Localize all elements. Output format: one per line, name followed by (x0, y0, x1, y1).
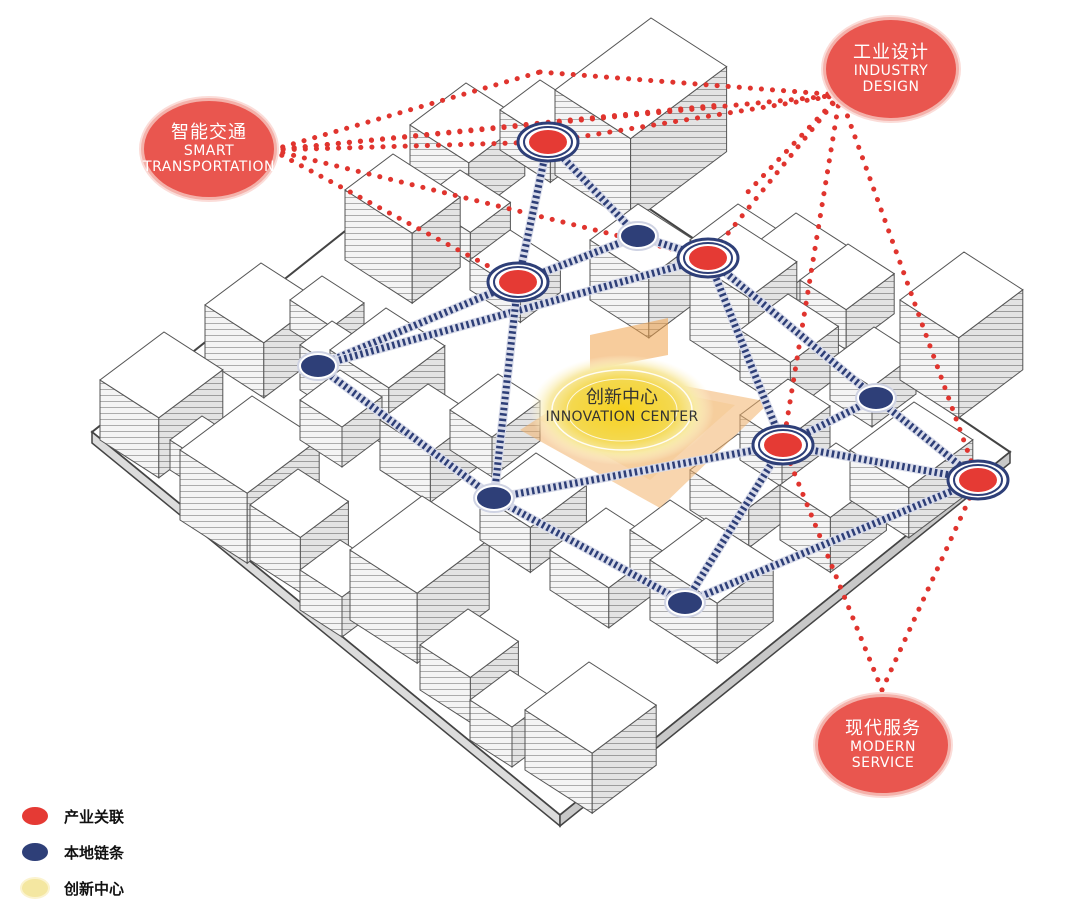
building-24 (899, 251, 1024, 419)
building-5 (344, 153, 462, 305)
industry-link-3 (269, 102, 723, 153)
industry-link-12 (742, 92, 843, 198)
node-smart-transportation: 智能交通 SMART TRANSPORTATION (143, 101, 275, 197)
industry-link-7 (269, 92, 843, 153)
innovation-center-label: 创新中心 INNOVATION CENTER (522, 383, 722, 425)
industry-link-10 (780, 92, 843, 448)
legend-label-local: 本地链条 (64, 843, 125, 862)
legend-blue-dot-icon (22, 843, 48, 861)
transport-zh-label: 智能交通 (171, 121, 247, 143)
legend-item-local: 本地链条 (22, 834, 124, 870)
building-18 (299, 369, 383, 468)
service-en-label-2: SERVICE (851, 755, 915, 772)
innovation-plaza (520, 318, 770, 508)
center-en-label: INNOVATION CENTER (545, 409, 699, 425)
industry-link-4 (269, 139, 551, 153)
industry-node-2 (486, 261, 550, 303)
industry-zh-label: 工业设计 (853, 41, 929, 63)
node-industry-design: 工业设计 INDUSTRY DESIGN (826, 20, 956, 118)
industry-node-1 (516, 121, 580, 163)
transport-en-label-2: TRANSPORTATION (143, 159, 275, 176)
local-link-12 (703, 256, 788, 447)
local-node-2 (297, 351, 339, 381)
industry-en-label-2: DESIGN (862, 79, 920, 96)
industry-en-label-1: INDUSTRY (853, 63, 929, 80)
industry-link-1 (269, 69, 543, 153)
local-node-3 (473, 483, 515, 513)
local-link-5 (316, 277, 520, 371)
service-en-label-1: MODERN (850, 739, 916, 756)
center-zh-label: 创新中心 (586, 387, 658, 408)
transport-en-label-1: SMART (183, 143, 235, 160)
service-zh-label: 现代服务 (845, 717, 921, 739)
legend-item-industry: 产业关联 (22, 798, 124, 834)
industry-link-8 (545, 92, 843, 145)
legend-label-center: 创新中心 (64, 879, 125, 898)
legend-label-industry: 产业关联 (64, 807, 125, 826)
building-38 (524, 661, 658, 815)
network-nodes (297, 121, 1010, 618)
industry-links (269, 69, 981, 693)
local-link-3 (513, 141, 553, 283)
local-node-4 (664, 588, 706, 618)
building-31 (349, 495, 491, 665)
industry-node-4 (751, 424, 815, 466)
local-link-8 (315, 362, 497, 502)
local-link-7 (489, 281, 523, 499)
industry-node-5 (946, 459, 1010, 501)
legend-item-center: 创新中心 (22, 870, 124, 906)
industry-link-6 (269, 147, 711, 261)
local-link-17 (683, 475, 980, 608)
industry-link-13 (780, 442, 885, 693)
legend-red-dot-icon (22, 807, 48, 825)
legend-yellow-dot-icon (22, 879, 48, 897)
industry-link-11 (837, 92, 981, 483)
local-link-16 (782, 440, 979, 485)
local-node-1 (617, 221, 659, 251)
local-link-10 (491, 494, 688, 607)
industry-node-3 (676, 237, 740, 279)
industry-link-9 (705, 92, 843, 261)
node-modern-service: 现代服务 MODERN SERVICE (818, 697, 948, 793)
legend: 产业关联 本地链条 创新中心 (22, 798, 124, 906)
local-node-5 (855, 383, 897, 413)
industry-link-5 (269, 147, 521, 285)
local-link-13 (705, 254, 879, 402)
local-link-11 (681, 442, 787, 606)
local-link-9 (493, 440, 784, 503)
